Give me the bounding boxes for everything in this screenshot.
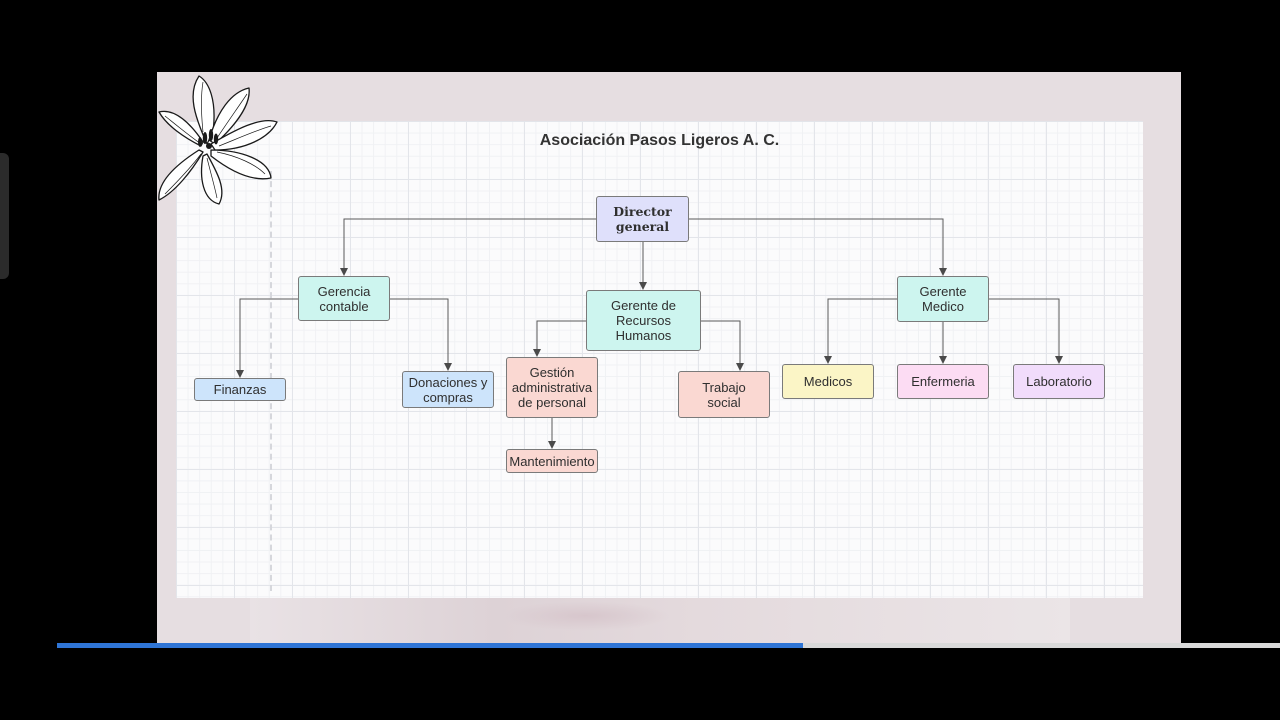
connector-director-medico xyxy=(689,218,947,276)
node-director-general[interactable]: Director general xyxy=(596,196,689,242)
node-trabajo-social[interactable]: Trabajo social xyxy=(678,371,770,418)
node-finanzas[interactable]: Finanzas xyxy=(194,378,286,401)
node-gerente-recursos-humanos[interactable]: Gerente de Recursos Humanos xyxy=(586,290,701,351)
connector-contable-finanzas xyxy=(236,298,298,378)
video-progress-bar[interactable] xyxy=(57,643,1280,648)
node-gerente-medico[interactable]: Gerente Medico xyxy=(897,276,989,322)
connector-lines xyxy=(236,218,1063,449)
video-progress-fill xyxy=(57,643,804,648)
node-donaciones-compras[interactable]: Donaciones y compras xyxy=(402,371,494,408)
diagram-canvas: Asociación Pasos Ligeros A. C. xyxy=(176,121,1143,598)
diagram-title: Asociación Pasos Ligeros A. C. xyxy=(539,132,780,149)
node-laboratorio[interactable]: Laboratorio xyxy=(1013,364,1105,399)
side-panel-handle[interactable] xyxy=(0,153,9,279)
slide-background-art xyxy=(250,597,1070,644)
connector-medico-laboratorio xyxy=(989,298,1063,364)
flower-decoration xyxy=(158,75,278,205)
connector-rh-gestion xyxy=(533,320,586,357)
connector-contable-donaciones xyxy=(390,298,452,371)
node-enfermeria[interactable]: Enfermeria xyxy=(897,364,989,399)
node-mantenimiento[interactable]: Mantenimiento xyxy=(506,449,598,473)
node-medicos[interactable]: Medicos xyxy=(782,364,874,399)
node-gestion-administrativa[interactable]: Gestión administrativa de personal xyxy=(506,357,598,418)
node-gerencia-contable[interactable]: Gerencia contable xyxy=(298,276,390,321)
connector-medico-medicos xyxy=(824,298,897,364)
connector-rh-trabajo xyxy=(701,320,744,371)
connector-director-contable xyxy=(340,218,596,276)
slide: Asociación Pasos Ligeros A. C. xyxy=(157,72,1181,644)
